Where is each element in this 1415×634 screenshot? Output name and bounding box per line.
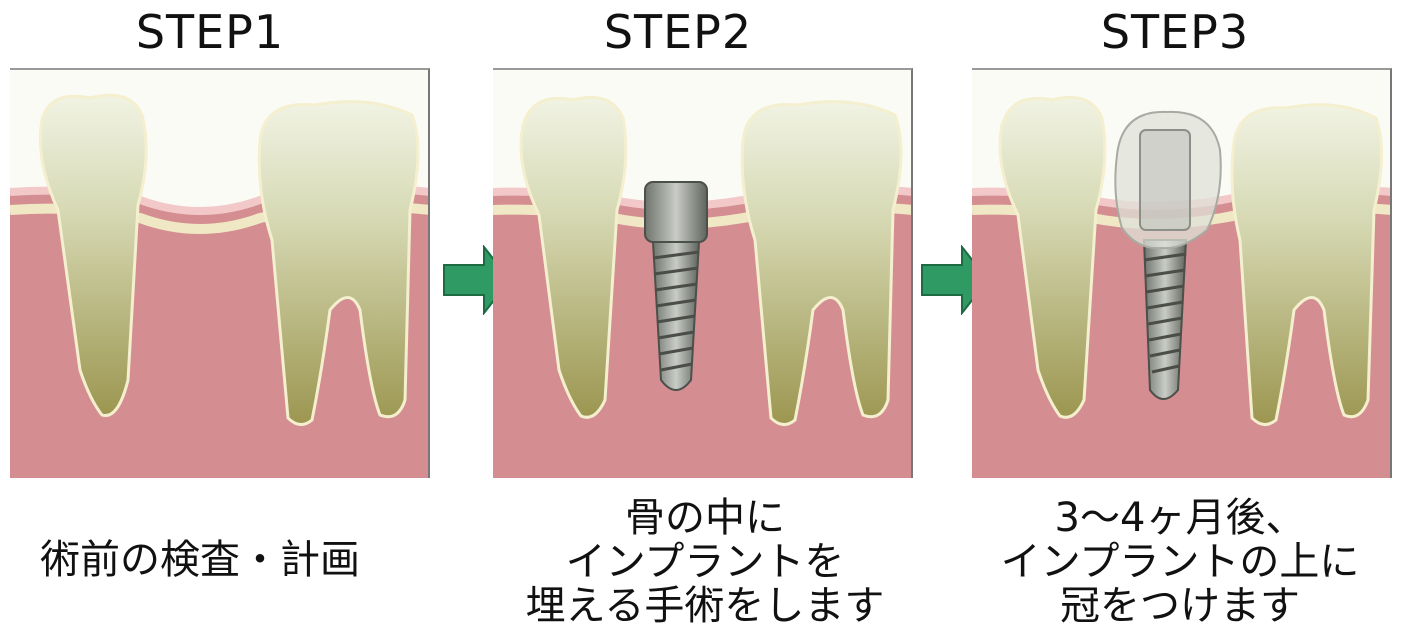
caption-line: 術前の検査・計画	[10, 538, 390, 582]
step2-caption: 骨の中に インプラントを 埋える手術をします	[495, 496, 915, 628]
step3-title: STEP3	[1025, 4, 1325, 60]
step2-title: STEP2	[528, 4, 828, 60]
caption-line: 3～4ヶ月後、	[965, 496, 1395, 540]
step1-title: STEP1	[60, 4, 360, 60]
caption-line: インプラントを	[495, 540, 915, 584]
caption-line: 埋える手術をします	[495, 584, 915, 628]
step3-caption: 3～4ヶ月後、 インプラントの上に 冠をつけます	[965, 496, 1395, 628]
step2-illustration	[493, 68, 913, 478]
caption-line: 冠をつけます	[965, 584, 1395, 628]
caption-line: インプラントの上に	[965, 540, 1395, 584]
step1-illustration	[10, 68, 430, 478]
step3-illustration	[972, 68, 1392, 478]
caption-line: 骨の中に	[495, 496, 915, 540]
step1-caption: 術前の検査・計画	[10, 538, 390, 582]
